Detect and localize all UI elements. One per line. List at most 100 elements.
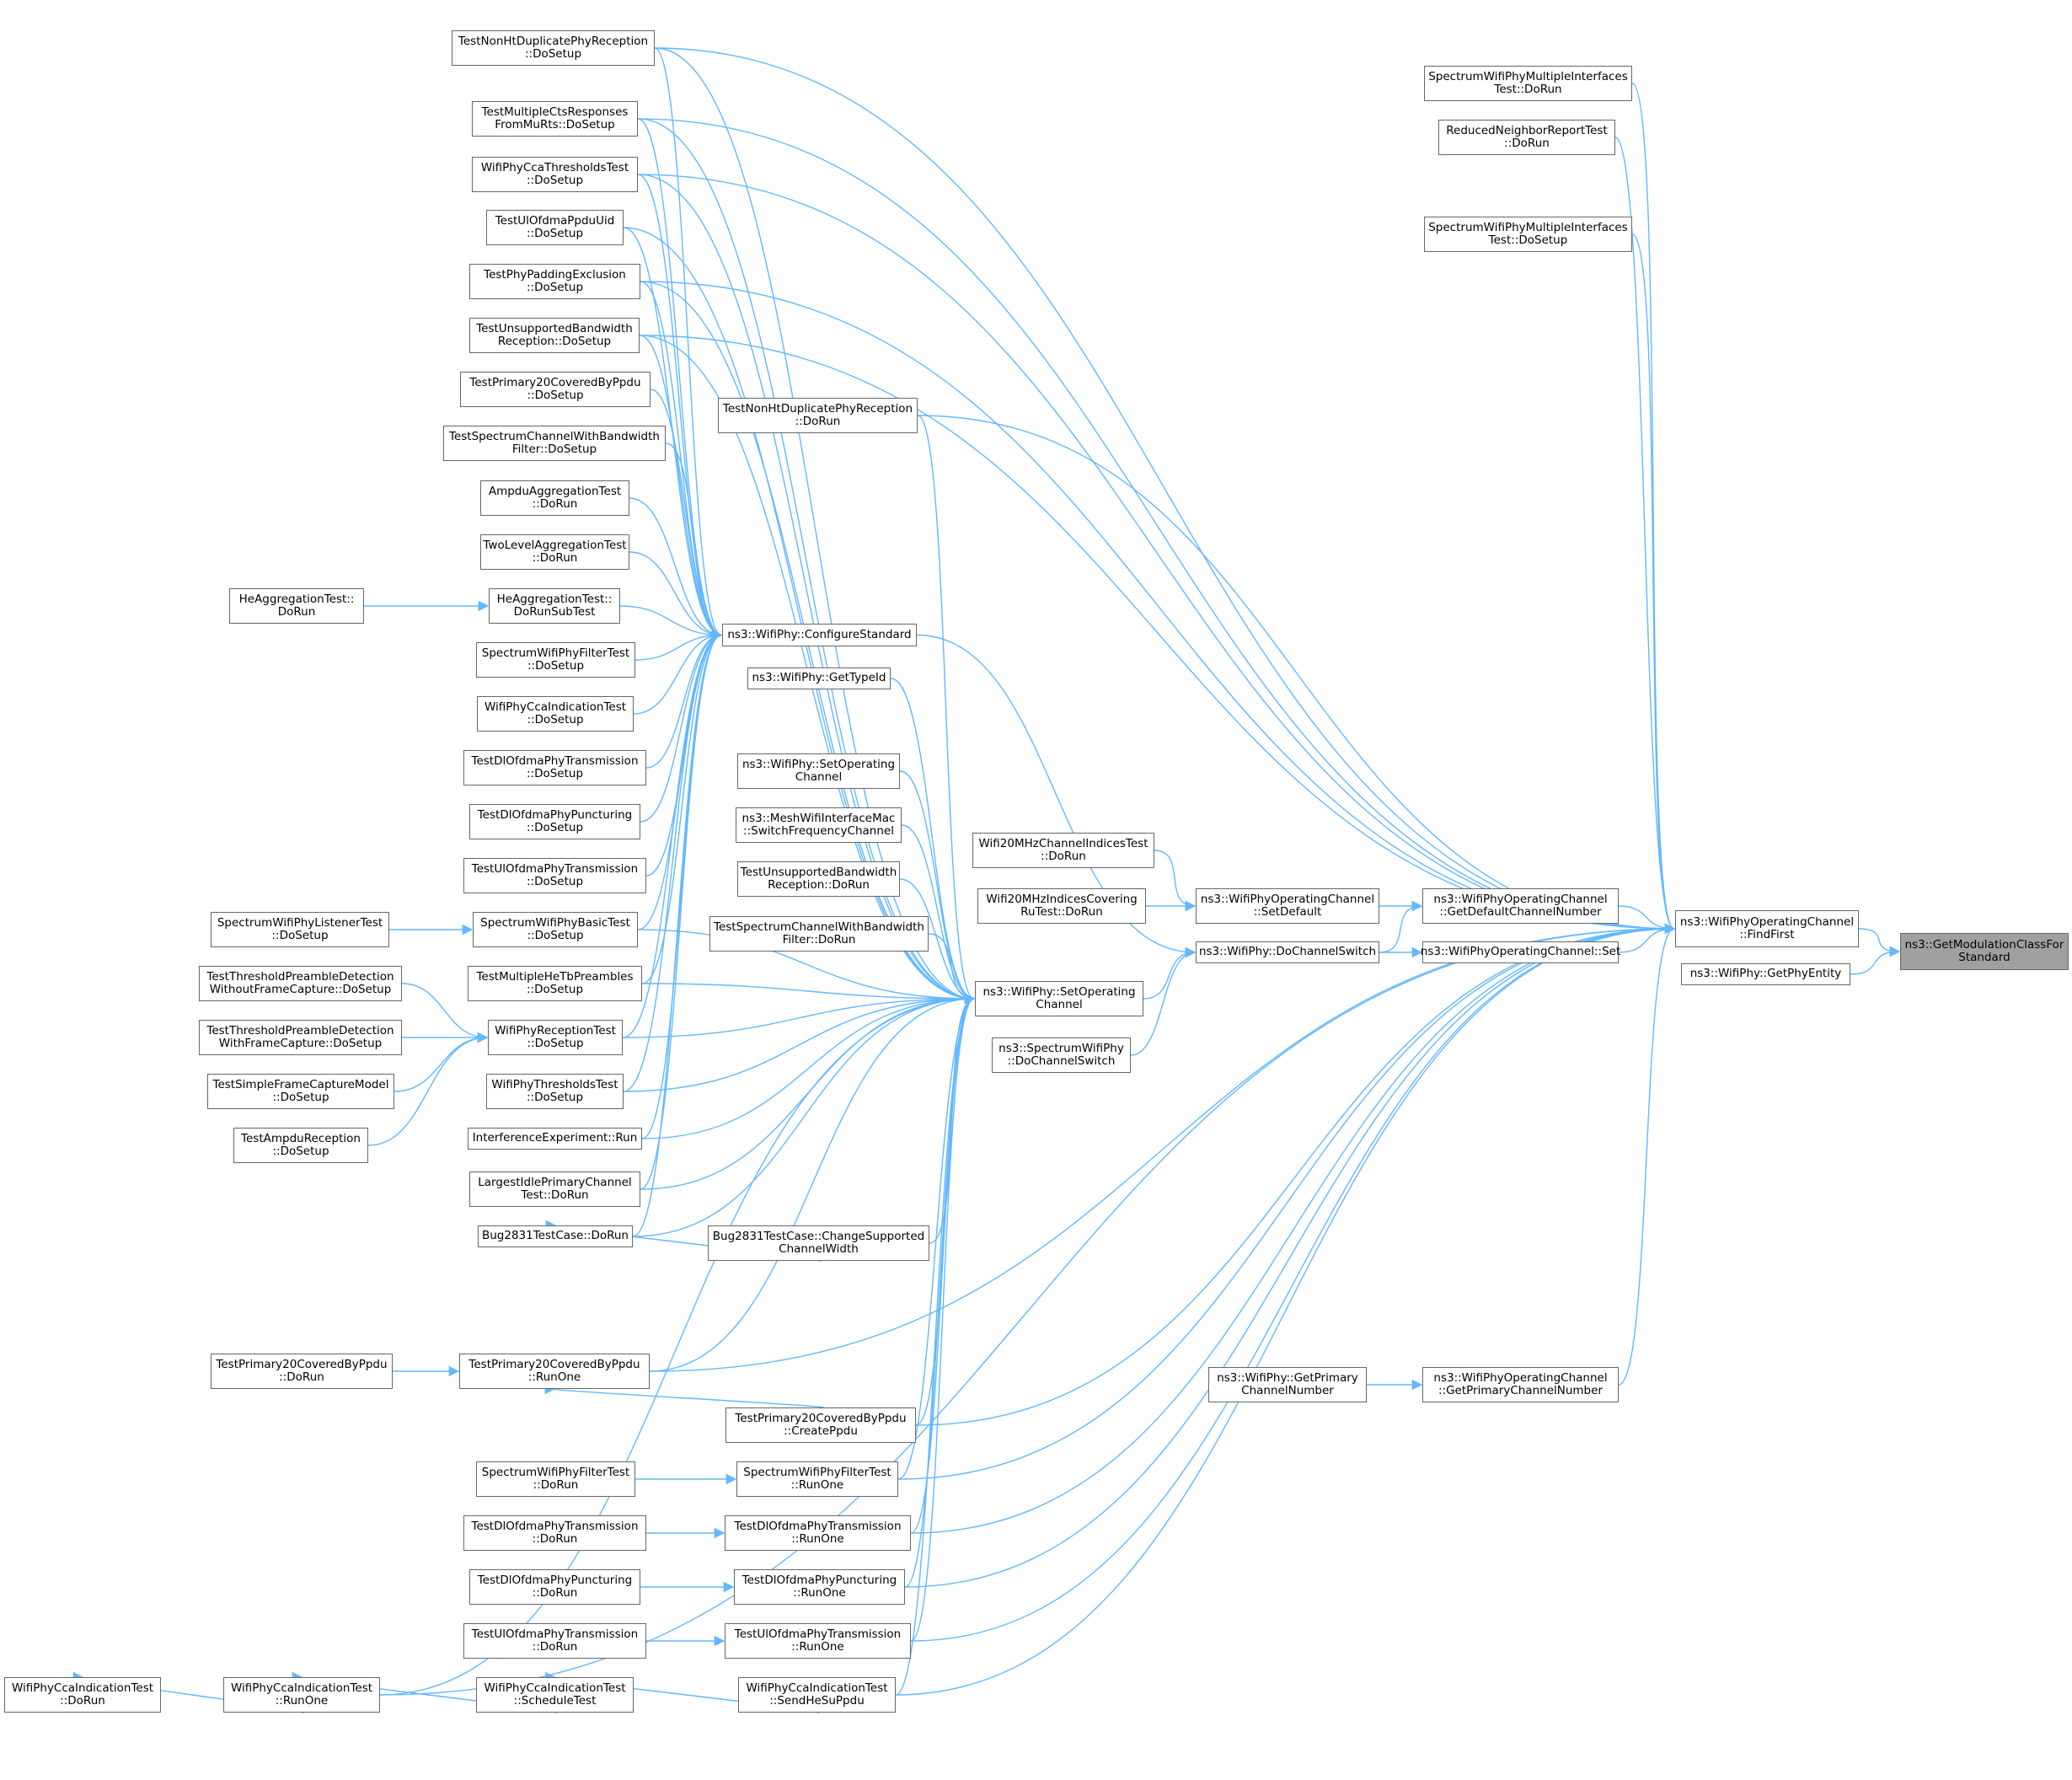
edge-getphyentity-to-root [1850,946,1901,975]
node-label: ::RunOne [790,1478,844,1492]
node-spectrum-dcs[interactable]: ns3::SpectrumWifiPhy::DoChannelSwitch [992,1037,1131,1073]
node-label: TestPrimary20CoveredByPpdu [735,1411,907,1425]
node-label: ns3::GetModulationClassFor [1904,937,2064,952]
node-configstd[interactable]: ns3::WifiPhy::ConfigureStandard [722,624,917,646]
node-label: TestThresholdPreambleDetection [206,1023,394,1037]
node-wcca-ind-send[interactable]: WifiPhyCcaIndicationTest::SendHeSuPpdu [738,1677,896,1713]
node-swpf-runone[interactable]: SpectrumWifiPhyFilterTest::RunOne [736,1461,898,1497]
node-setoc[interactable]: ns3::WifiPhyOperatingChannel::Set [1421,941,1620,963]
node-tdl-tx-runone[interactable]: TestDlOfdmaPhyTransmission::RunOne [725,1515,911,1551]
node-tmhe[interactable]: TestMultipleHeTbPreambles::DoSetup [468,966,642,1001]
node-tdl-punc-dosetup[interactable]: TestDlOfdmaPhyPuncturing::DoSetup [469,804,640,839]
node-tsfc[interactable]: TestSimpleFrameCaptureModel::DoSetup [207,1074,394,1109]
node-label: ::DoRun [60,1694,105,1708]
node-heagg[interactable]: HeAggregationTest::DoRun [229,588,364,624]
node-heagg-sub[interactable]: HeAggregationTest::DoRunSubTest [489,588,620,624]
edge-tmcts-to-configstd [637,118,723,641]
node-label: Test::DoRun [1494,83,1562,96]
node-label: DoRun [277,605,316,619]
edge-swpb-to-setopchan [637,929,976,1005]
node-label: TestSimpleFrameCaptureModel [212,1077,389,1091]
node-tul-tx-dosetup[interactable]: TestUlOfdmaPhyTransmission::DoSetup [463,858,646,893]
node-twolevel[interactable]: TwoLevelAggregationTest::DoRun [480,534,629,570]
node-wcca-ind-dorun[interactable]: WifiPhyCcaIndicationTest::DoRun [4,1677,161,1713]
node-tampdu[interactable]: TestAmpduReception::DoSetup [233,1128,368,1163]
node-tp20-dorun[interactable]: TestPrimary20CoveredByPpdu::DoRun [211,1354,393,1389]
node-label: TwoLevelAggregationTest [483,538,627,552]
node-wpth[interactable]: WifiPhyThresholdsTest::DoSetup [486,1074,624,1109]
node-gettypeid[interactable]: ns3::WifiPhy::GetTypeId [747,668,891,689]
node-label: SpectrumWifiPhyMultipleInterfaces [1428,69,1628,83]
edge-bug-dorun-to-configstd [632,630,723,1237]
node-ampdu-agg[interactable]: AmpduAggregationTest::DoRun [480,480,629,516]
node-tp20-dosetup[interactable]: TestPrimary20CoveredByPpdu::DoSetup [460,372,651,407]
node-label: WifiPhyCcaThresholdsTest [480,160,629,174]
node-getphyentity[interactable]: ns3::WifiPhy::GetPhyEntity [1681,963,1850,985]
node-wcca-ind-sched[interactable]: WifiPhyCcaIndicationTest::ScheduleTest [476,1677,634,1713]
node-tp20-runone[interactable]: TestPrimary20CoveredByPpdu::RunOne [459,1354,650,1389]
node-tulppdu[interactable]: TestUlOfdmaPpduUid::DoSetup [486,210,624,245]
edge-tdl-tx-dosetup-to-configstd [645,630,723,769]
node-wpr[interactable]: WifiPhyReceptionTest::DoSetup [488,1020,623,1055]
node-label: TestUlOfdmaPhyTransmission [471,1627,639,1641]
node-label: ns3::WifiPhy::SetOperating [982,984,1136,999]
node-swpl[interactable]: SpectrumWifiPhyListenerTest::DoSetup [211,912,389,947]
node-label: ::DoSetup [527,659,585,673]
node-wcca-ind-dosetup[interactable]: WifiPhyCcaIndicationTest::DoSetup [477,696,634,732]
node-rnr-dorun[interactable]: ReducedNeighborReportTest::DoRun [1438,120,1615,155]
node-tpad[interactable]: TestPhyPaddingExclusion::DoSetup [469,264,640,299]
node-label: ::RunOne [527,1370,581,1384]
node-label: Filter::DoSetup [511,442,597,456]
node-label: ::DoSetup [526,174,584,187]
node-bug-dorun[interactable]: Bug2831TestCase::DoRun [478,1225,633,1247]
node-tdl-tx-dorun[interactable]: TestDlOfdmaPhyTransmission::DoRun [463,1515,646,1551]
node-label: TestUnsupportedBandwidth [476,321,633,335]
node-tul-tx-runone[interactable]: TestUlOfdmaPhyTransmission::RunOne [725,1623,911,1659]
node-swpb[interactable]: SpectrumWifiPhyBasicTest::DoSetup [473,912,638,947]
node-label: TestUnsupportedBandwidth [740,865,897,879]
node-findfirst[interactable]: ns3::WifiPhyOperatingChannel::FindFirst [1675,910,1859,947]
node-dochannelswitch[interactable]: ns3::WifiPhy::DoChannelSwitch [1196,941,1379,963]
node-tdl-punc-dorun[interactable]: TestDlOfdmaPhyPuncturing::DoRun [469,1569,640,1605]
node-wcca-thr[interactable]: WifiPhyCcaThresholdsTest::DoSetup [472,157,638,192]
node-label: ns3::WifiPhy::GetPrimary [1217,1370,1358,1385]
node-swpf-dorun[interactable]: SpectrumWifiPhyFilterTest::DoRun [476,1461,635,1497]
node-label: AmpduAggregationTest [488,484,622,498]
node-tdl-tx-dosetup[interactable]: TestDlOfdmaPhyTransmission::DoSetup [463,750,646,785]
node-swpf-dosetup[interactable]: SpectrumWifiPhyFilterTest::DoSetup [476,642,635,678]
node-tdl-punc-runone[interactable]: TestDlOfdmaPhyPuncturing::RunOne [734,1569,905,1605]
node-tnht-dorun[interactable]: TestNonHtDuplicatePhyReception::DoRun [718,398,918,433]
edge-tsfc-to-wpr [394,1032,489,1092]
node-interf[interactable]: InterferenceExperiment::Run [468,1128,642,1150]
edge-rnr-dorun-to-findfirst [1614,137,1676,935]
node-wcca-ind-runone[interactable]: WifiPhyCcaIndicationTest::RunOne [223,1677,380,1713]
node-w20-dorun[interactable]: Wifi20MHzChannelIndicesTest::DoRun [972,833,1154,868]
edge-setopchan-small-to-setopchan [899,770,976,1005]
node-tp20-create[interactable]: TestPrimary20CoveredByPpdu::CreatePpdu [725,1407,916,1443]
node-setdefault[interactable]: ns3::WifiPhyOperatingChannel::SetDefault [1196,888,1379,924]
node-label: ::FindFirst [1739,928,1795,941]
node-tul-tx-dorun[interactable]: TestUlOfdmaPhyTransmission::DoRun [463,1623,646,1659]
node-getprimary[interactable]: ns3::WifiPhyOperatingChannel::GetPrimary… [1422,1367,1619,1402]
node-tnht-dosetup[interactable]: TestNonHtDuplicatePhyReception::DoSetup [452,30,655,66]
node-mesh[interactable]: ns3::MeshWifiInterfaceMac::SwitchFrequen… [736,807,902,843]
node-label: Bug2831TestCase::ChangeSupported [712,1229,925,1243]
node-getdefault[interactable]: ns3::WifiPhyOperatingChannel::GetDefault… [1422,888,1619,924]
node-label: WifiPhyCcaIndicationTest [484,700,627,714]
node-label: ns3::WifiPhyOperatingChannel [1679,914,1855,929]
